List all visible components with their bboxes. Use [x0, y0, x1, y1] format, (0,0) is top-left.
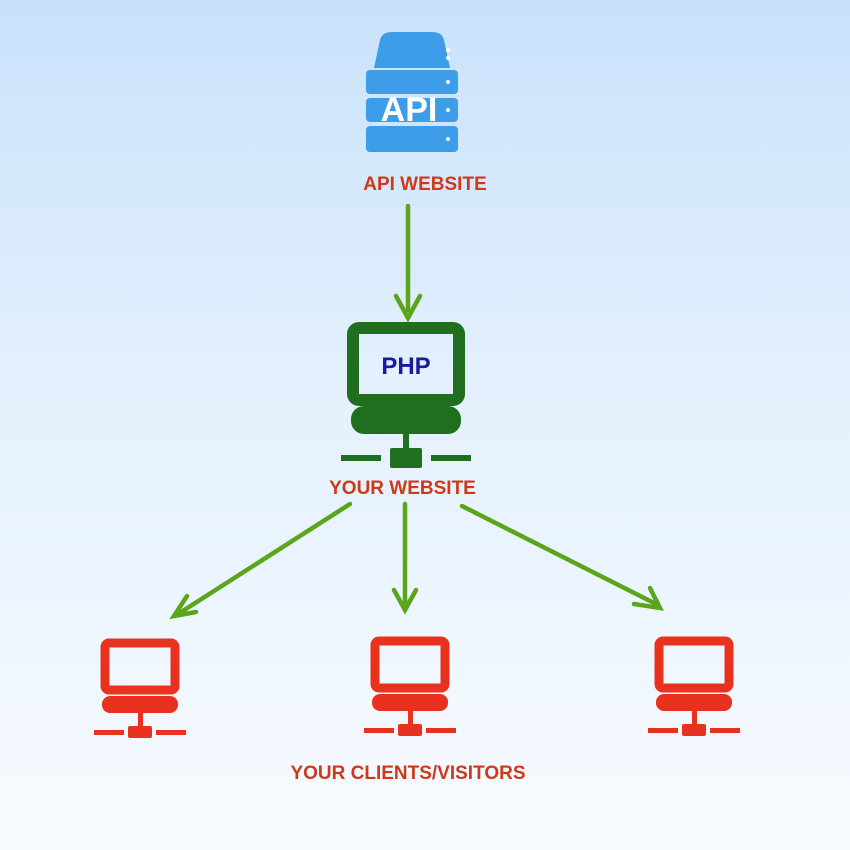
arrow-website-to-client-left	[175, 501, 353, 617]
api-icon-text: API	[381, 91, 438, 129]
clients-visitors-label: YOUR CLIENTS/VISITORS	[290, 763, 526, 784]
php-screen-text: PHP	[381, 353, 430, 380]
server-icon: API	[366, 32, 458, 152]
client-computer-icon-left	[94, 638, 186, 738]
computer-network-icon: PHP	[341, 322, 471, 468]
your-website-label: YOUR WEBSITE	[329, 478, 476, 499]
client-computer-icon-right	[648, 636, 740, 736]
arrow-website-to-client-left-head	[169, 593, 199, 620]
client-computer-icon-middle	[364, 636, 456, 736]
arrow-website-to-client-right-head	[631, 585, 664, 611]
arrow-website-to-client-middle-head	[391, 587, 419, 615]
arrow-api-to-website-head	[393, 293, 423, 323]
arrow-website-to-client-right	[459, 503, 659, 607]
api-website-label: API WEBSITE	[363, 174, 487, 195]
